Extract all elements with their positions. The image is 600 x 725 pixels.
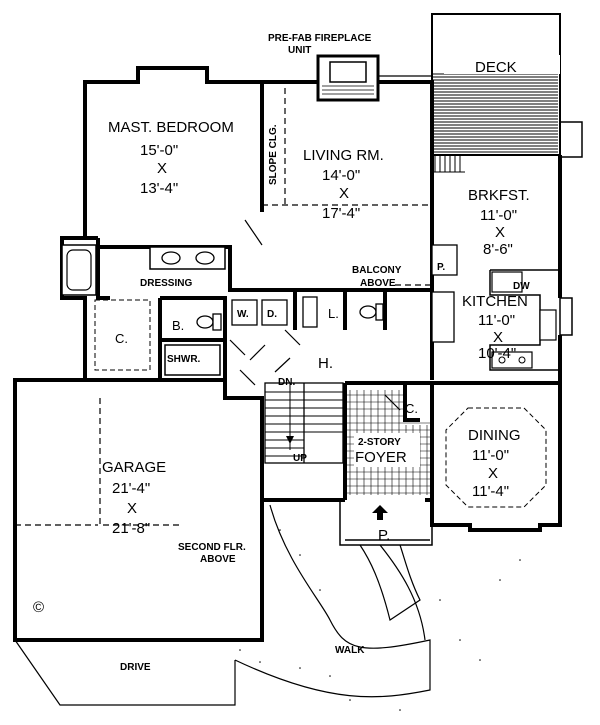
dining-x: X [488,465,498,482]
interior-walls [85,82,433,546]
down-label: DN. [278,377,295,388]
second-floor-label-2: ABOVE [200,554,236,565]
breakfast-dim1: 11'-0" [480,207,517,224]
site-stipple [239,529,521,711]
fireplace-label-1: PRE-FAB FIREPLACE [268,33,372,44]
master-bedroom-x: X [157,160,167,177]
balcony-label-2: ABOVE [360,278,396,289]
closet-label: C. [115,331,128,346]
garage-dim2: 21'-8" [112,520,150,537]
living-room-dim1: 14'-0" [322,167,360,184]
dryer-label: D. [267,309,277,320]
dining-dim2: 11'-4" [472,483,509,500]
garage-x: X [127,500,137,517]
stairs [264,382,344,464]
master-bedroom-dim2: 13'-4" [140,180,178,197]
labels: PRE-FAB FIREPLACE UNIT DECK MAST. BEDROO… [33,33,530,673]
master-bedroom-dim1: 15'-0" [140,142,178,159]
foyer-label-bg [354,433,420,467]
washer-label: W. [237,309,249,320]
garage-name: GARAGE [102,459,166,476]
dashed-lines [15,88,432,526]
pantry-label: P. [437,262,445,273]
up-label: UP [293,453,307,464]
garage-dim1: 21'-4" [112,480,150,497]
foyer-label-1: 2-STORY [358,437,401,448]
kitchen-name: KITCHEN [462,293,528,310]
slope-ceiling-label: SLOPE CLG. [268,124,279,185]
living-room-dim2: 17'-4" [322,205,360,222]
breakfast-name: BRKFST. [468,187,530,204]
shower-label: SHWR. [167,354,201,365]
linen-label: L. [328,306,339,321]
master-bedroom-name: MAST. BEDROOM [108,119,234,136]
doors [229,219,401,411]
foyer-label-2: FOYER [355,449,407,466]
deck [431,13,583,173]
kitchen-x: X [493,329,503,346]
fireplace-label-2: UNIT [288,45,311,56]
copyright-label: © [33,599,44,616]
entry-arrow-icon [372,505,388,520]
fixtures [61,244,561,508]
dishwasher-label: DW [513,281,530,292]
bath-label: B. [172,318,184,333]
living-room-name: LIVING RM. [303,147,384,164]
living-room-x: X [339,185,349,202]
dining-dim1: 11'-0" [472,447,509,464]
porch-label: P. [378,527,390,544]
kitchen-dim2: 10'-4" [478,345,516,362]
kitchen-dim1: 11'-0" [478,312,515,329]
balcony-label-1: BALCONY [352,265,402,276]
walk-label: WALK [335,645,365,656]
dressing-label: DRESSING [140,278,192,289]
breakfast-dim2: 8'-6" [483,241,513,258]
deck-label: DECK [475,59,517,76]
second-floor-label-1: SECOND FLR. [178,542,246,553]
dining-name: DINING [468,427,521,444]
foyer-closet-label: C. [405,401,418,416]
hall-label: H. [318,355,333,372]
breakfast-x: X [495,224,505,241]
site-walk-drive [14,504,431,706]
drive-label: DRIVE [120,662,151,673]
